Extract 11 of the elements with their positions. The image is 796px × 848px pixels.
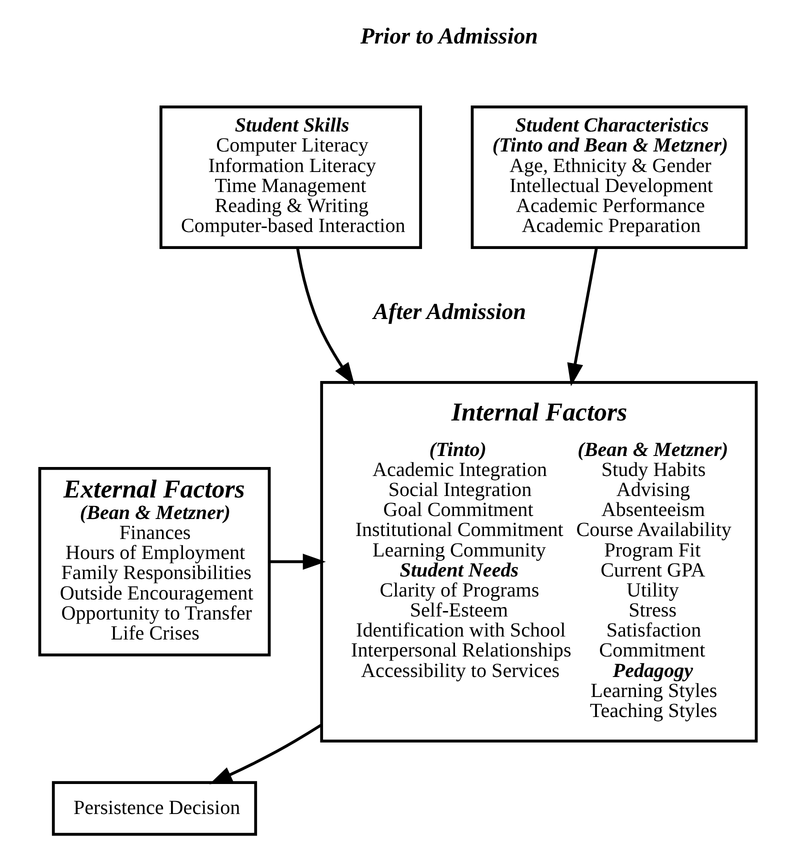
- arrow: [269, 554, 326, 570]
- node-box: Internal Factors (Tinto) Academic Integration Social Integration Goal Commitment Institutional Commitment Learning Community Student Needs Clarity of Programs Self-Esteem Identification with School Interpersonal Relationships Accessibility to Services (Bean & Metzner) Study Habits Advising Absenteeism Course Availability Program Fit Current GPA Utility Stress Satisfaction Commitment Pedagogy Learning Styles Teaching Styles: [320, 380, 758, 742]
- label: After Admission: [373, 298, 526, 324]
- arrow: [296, 248, 355, 386]
- node-box: External Factors (Bean & Metzner) Finances Hours of Employment Family Responsibilities Outside Encouragement Opportunity to Transfer Life Crises: [38, 467, 271, 656]
- label: Prior to Admission: [360, 24, 538, 49]
- node-box: Persistence Decision: [52, 781, 258, 836]
- arrow: [567, 248, 598, 386]
- node-box: Student Characteristics (Tinto and Bean & Metzner) Age, Ethnicity & Gender Intellectual Development Academic Performance Academic Preparation: [470, 106, 748, 249]
- node-box: Student Skills Computer Literacy Information Literacy Time Management Reading & Writing Computer-based Interaction: [160, 106, 422, 249]
- arrow: [209, 724, 322, 784]
